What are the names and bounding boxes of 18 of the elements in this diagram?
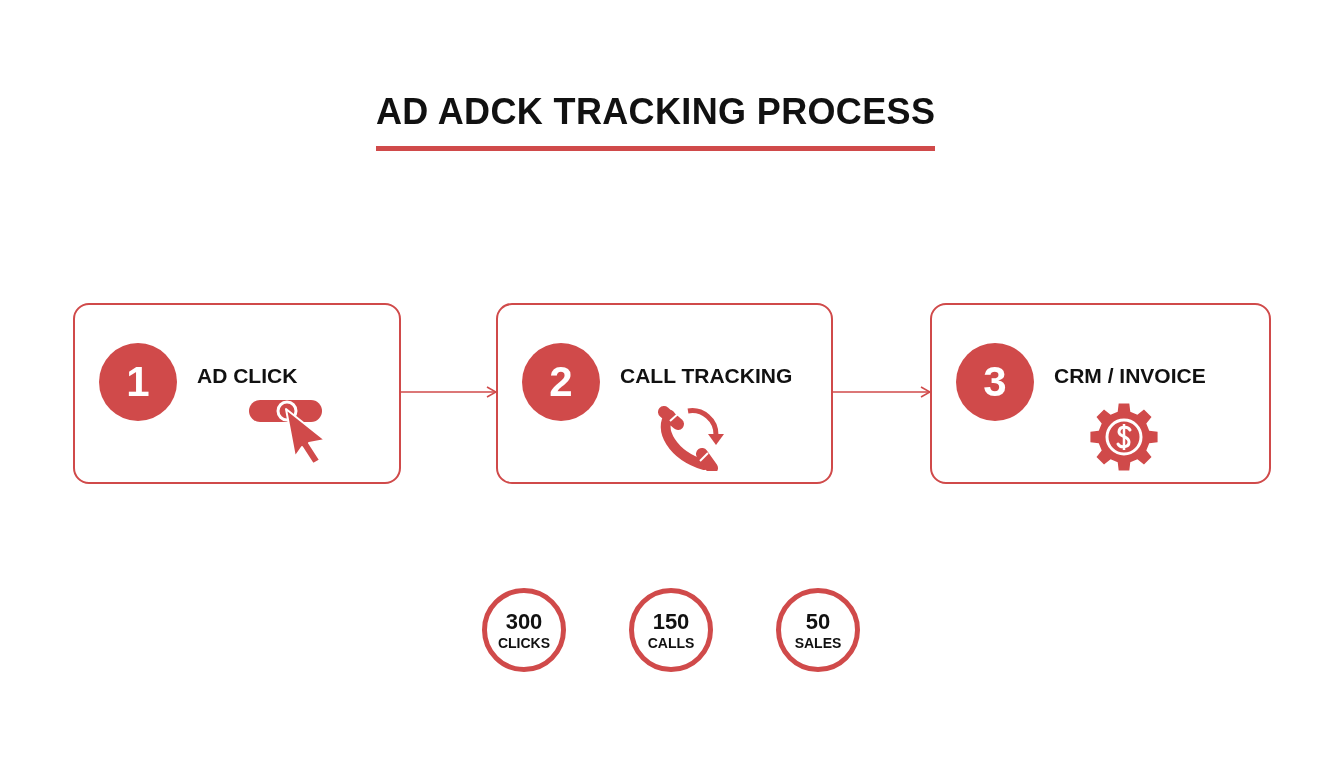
arrow [832, 386, 931, 398]
arrow [400, 386, 497, 398]
step-box [930, 303, 1271, 484]
stat-label: CLICKS [497, 635, 551, 653]
stat-label: SALES [794, 635, 842, 653]
step-box [73, 303, 401, 484]
stat-label: CALLS [647, 635, 695, 653]
stat-value: 150 [652, 607, 690, 635]
step-title: CRM / INVOICE [1054, 365, 1206, 386]
stat-value: 300 [505, 607, 543, 635]
stat-value: 50 [805, 607, 831, 635]
step-number-badge: 1 [99, 343, 177, 421]
step-title: CALL TRACKING [620, 365, 793, 386]
step-box [496, 303, 833, 484]
step-number-badge: 3 [956, 343, 1034, 421]
diagram-title: AD ADCK TRACKING PROCESS [376, 94, 936, 130]
step-number-badge: 2 [522, 343, 600, 421]
step-title: AD CLICK [197, 365, 298, 386]
